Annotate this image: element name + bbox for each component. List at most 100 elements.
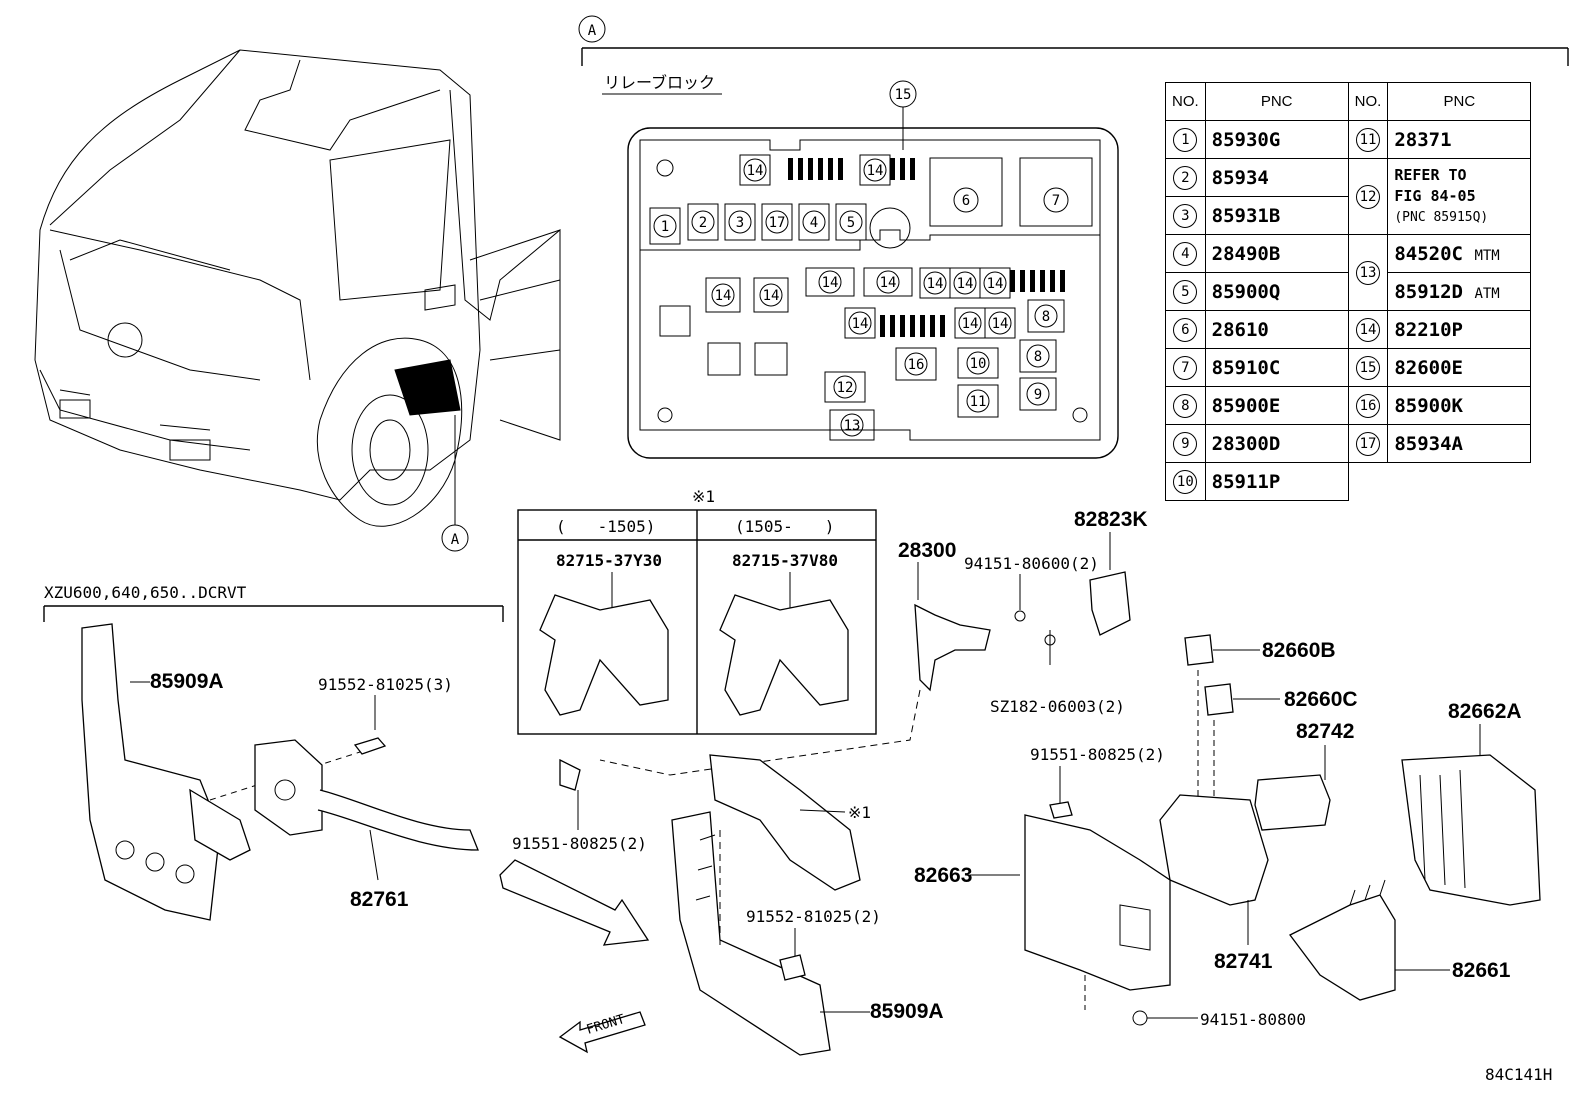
table-row: 5 85900Q 85912D ATM [1165,272,1532,311]
label-82741: 82741 [1214,950,1273,973]
table-row: 6 28610 14 82210P [1165,310,1532,349]
row-number: 14 [1356,317,1380,342]
svg-text:8: 8 [1034,349,1042,365]
svg-text:14: 14 [763,288,780,304]
svg-text:14: 14 [957,276,974,292]
pnc-cell: 28490B [1204,234,1349,273]
pnc-cell: 85912D [1394,280,1463,303]
row-number: 6 [1173,317,1198,342]
svg-text:11: 11 [970,394,987,410]
pnc-cell: 85934A [1387,424,1532,463]
refer-line-1: REFER TO [1394,166,1467,184]
svg-text:12: 12 [837,380,854,396]
row-number: 12 [1356,184,1380,209]
refer-line-3: (PNC 85915Q) [1394,210,1489,225]
svg-text:14: 14 [867,163,884,179]
pnc-cell: 84520C [1394,242,1463,265]
pnc-cell: 85900E [1204,386,1349,425]
pnc-cell: 28300D [1204,424,1349,463]
table-row: 3 85931B [1165,196,1531,235]
pnc-cell: 85931B [1204,196,1349,235]
header-pnc-left: PNC [1204,82,1349,121]
label-sz182-06003: SZ182-06003(2) [990,697,1125,716]
refer-line-2: FIG 84-05 [1394,187,1476,205]
svg-text:14: 14 [987,276,1004,292]
label-91551-80825-left: 91551-80825(2) [512,834,647,853]
svg-text:13: 13 [844,418,861,434]
header-no-right: NO. [1347,82,1389,121]
relay-block-label: リレーブロック [604,73,715,92]
callout-15: 15 [895,87,912,103]
right-assembly: 82660B 82660C 82742 82741 82662A 91551-8… [914,634,1541,1029]
pnc-cell: 85934 [1204,158,1349,197]
pnc-cell: 82600E [1387,348,1532,387]
svg-text:8: 8 [1042,309,1050,325]
svg-text:14: 14 [992,316,1009,332]
label-94151-80800: 94151-80800 [1200,1010,1306,1029]
variant-range-2: (1505- ) [735,517,834,536]
label-mark-1: ※1 [848,803,871,822]
svg-text:14: 14 [747,163,764,179]
section-a-marker: A [588,23,597,39]
label-82742: 82742 [1296,720,1354,743]
front-arrow [558,1011,646,1054]
relay-callouts: 14 14 1 2 3 17 4 5 6 7 14 14 14 14 14 14… [649,154,1069,441]
header-pnc-right: PNC [1387,82,1532,121]
svg-text:5: 5 [847,215,855,231]
label-94151-80600: 94151-80600(2) [964,554,1099,573]
variant-part-1: 82715-37Y30 [556,551,662,570]
pnc-cell: 85900Q [1204,272,1349,311]
svg-text:6: 6 [962,193,970,209]
row-number: 3 [1173,203,1198,228]
relay-block: リレーブロック 15 [602,73,1119,459]
label-85909a-bottom: 85909A [870,1000,944,1023]
label-82660c: 82660C [1284,688,1358,711]
pnc-cell: 28610 [1204,310,1349,349]
svg-text:14: 14 [715,288,732,304]
variant-range-1: ( -1505) [556,517,655,536]
row-number: 1 [1173,127,1198,152]
variant-part-2: 82715-37V80 [732,551,838,570]
row-number: 7 [1173,355,1198,380]
label-85909a-top: 85909A [150,670,224,693]
svg-text:3: 3 [736,215,744,231]
svg-text:16: 16 [908,357,925,373]
label-82663: 82663 [914,864,972,887]
pnc-cell: 85911P [1204,462,1349,501]
svg-text:14: 14 [927,276,944,292]
variant-box: ※1 ( -1505) (1505- ) 82715-37Y30 82715-3… [517,487,877,735]
label-91552-81025-3: 91552-81025(3) [318,675,453,694]
row-number: 2 [1173,165,1198,190]
pnc-note: MTM [1474,247,1500,264]
label-82761: 82761 [350,888,409,911]
row-number: 15 [1356,355,1380,380]
pnc-cell: 28371 [1387,120,1532,159]
label-82661: 82661 [1452,959,1511,982]
row-number: 4 [1173,241,1198,266]
table-row: 2 85934 12 REFER TO FIG 84-05 (PNC 85915… [1165,158,1532,235]
svg-text:10: 10 [970,356,987,372]
label-91552-81025-2: 91552-81025(2) [746,907,881,926]
table-header-row: NO. PNC NO. PNC [1165,82,1532,121]
label-82660b: 82660B [1262,639,1336,662]
label-82662a: 82662A [1448,700,1522,723]
row-number: 8 [1173,393,1198,418]
svg-text:14: 14 [822,275,839,291]
svg-text:4: 4 [810,215,818,231]
direction-arrow [499,859,650,946]
svg-text:7: 7 [1052,193,1060,209]
svg-text:1: 1 [661,219,669,235]
section-a-bracket: A [578,15,1569,66]
callout-a-marker: A [451,532,460,548]
table-row: 7 85910C 15 82600E [1165,348,1532,387]
label-82823k: 82823K [1074,508,1148,531]
header-no-left: NO. [1165,82,1206,121]
pnc-cell: 85930G [1204,120,1349,159]
fuse-stripes [788,158,1065,337]
row-number: 10 [1173,469,1198,494]
label-91551-80825-right: 91551-80825(2) [1030,745,1165,764]
table-row: 4 28490B 13 84520C MTM [1165,234,1532,311]
pnc-table: NO. PNC NO. PNC 1 85930G 11 28371 2 8593… [1165,82,1532,501]
table-row: 1 85930G 11 28371 [1165,120,1532,159]
